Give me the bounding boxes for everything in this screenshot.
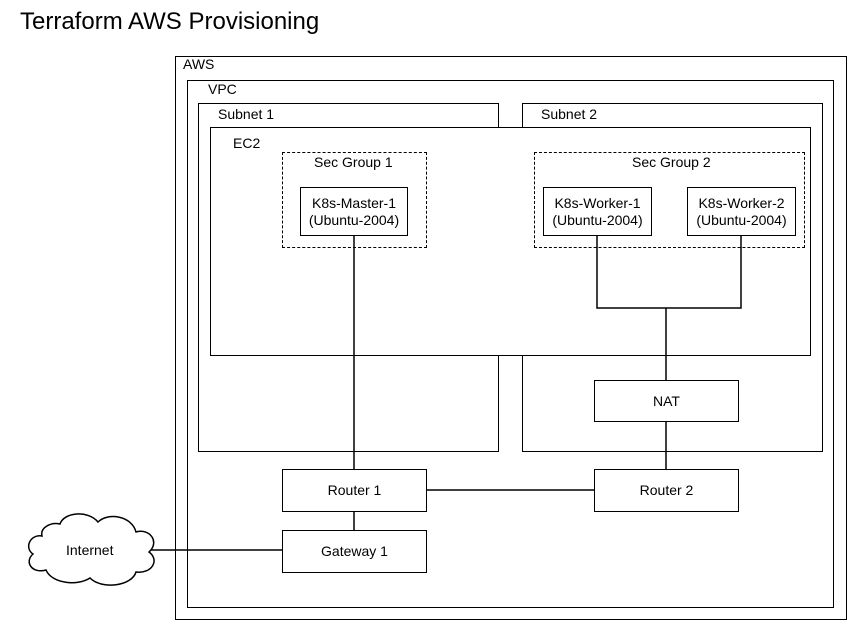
- subnet-2-label: Subnet 2: [541, 106, 598, 122]
- k8s-worker-2-node: K8s-Worker-2 (Ubuntu-2004): [687, 187, 796, 236]
- master-name: K8s-Master-1: [311, 194, 397, 211]
- sec-group-1-label: Sec Group 1: [314, 154, 393, 170]
- master-os: (Ubuntu-2004): [308, 211, 400, 228]
- router-1-node: Router 1: [282, 469, 427, 512]
- nat-node: NAT: [594, 380, 739, 422]
- vpc-container: [187, 80, 834, 608]
- k8s-worker-1-node: K8s-Worker-1 (Ubuntu-2004): [543, 187, 652, 236]
- worker1-os: (Ubuntu-2004): [552, 211, 643, 228]
- aws-label: AWS: [183, 56, 215, 72]
- worker2-os: (Ubuntu-2004): [696, 211, 787, 228]
- subnet-1-label: Subnet 1: [218, 106, 275, 122]
- internet-label: Internet: [66, 542, 114, 558]
- aws-container: [175, 56, 847, 620]
- vpc-label: VPC: [208, 81, 237, 97]
- k8s-master-1-node: K8s-Master-1 (Ubuntu-2004): [300, 187, 408, 236]
- gateway-1-node: Gateway 1: [282, 530, 427, 573]
- worker1-name: K8s-Worker-1: [554, 194, 641, 211]
- sec-group-2-label: Sec Group 2: [632, 154, 711, 170]
- router-2-node: Router 2: [594, 469, 739, 512]
- diagram-title: Terraform AWS Provisioning: [20, 8, 320, 35]
- ec2-label: EC2: [233, 135, 261, 151]
- worker2-name: K8s-Worker-2: [698, 194, 785, 211]
